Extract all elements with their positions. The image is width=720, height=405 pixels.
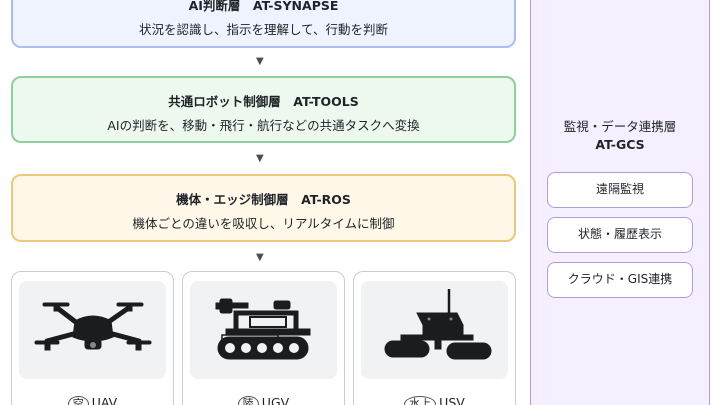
arrow-down-icon: ▼ <box>256 153 264 164</box>
domain-badge-air: 空 <box>67 396 89 405</box>
catamaran-boat-icon <box>361 281 508 379</box>
tools-layer-title: 共通ロボット制御層 AT-TOOLS <box>168 94 359 109</box>
vehicle-label-uav: UAV <box>91 395 118 405</box>
ros-layer-box: 機体・エッジ制御層 AT-ROS 機体ごとの違いを吸収し、リアルタイムに制御 <box>11 174 516 242</box>
ros-layer-title: 機体・エッジ制御層 AT-ROS <box>176 192 351 207</box>
domain-badge-land: 陸 <box>237 396 259 405</box>
gcs-layer-code: AT-GCS <box>595 137 645 152</box>
gcs-layer-panel: 監視・データ連携層 AT-GCS 遠隔監視 状態・履歴表示 クラウド・GIS連携 <box>530 0 710 405</box>
arrow-down-icon: ▼ <box>256 252 264 263</box>
ai-layer-title: AI判断層 AT-SYNAPSE <box>188 0 339 13</box>
vehicle-label-usv: USV <box>439 395 465 405</box>
domain-badge-water: 水上 <box>404 396 437 405</box>
gcs-layer-title: 監視・データ連携層 <box>563 119 677 134</box>
cloud-gis-item: クラウド・GIS連携 <box>547 262 693 298</box>
arrow-down-icon: ▼ <box>256 56 264 67</box>
tools-layer-box: 共通ロボット制御層 AT-TOOLS AIの判断を、移動・飛行・航行などの共通タ… <box>11 76 516 143</box>
ai-layer-box: AI判断層 AT-SYNAPSE 状況を認識し、指示を理解して、行動を判断 <box>11 0 516 48</box>
drone-icon <box>19 281 166 379</box>
tools-layer-description: AIの判断を、移動・飛行・航行などの共通タスクへ変換 <box>107 118 420 133</box>
ros-layer-description: 機体ごとの違いを吸収し、リアルタイムに制御 <box>132 216 395 231</box>
tracked-rover-icon <box>190 281 337 379</box>
remote-monitoring-item: 遠隔監視 <box>547 172 693 208</box>
vehicle-label-ugv: UGV <box>261 395 290 405</box>
status-history-item: 状態・履歴表示 <box>547 217 693 253</box>
ai-layer-description: 状況を認識し、指示を理解して、行動を判断 <box>138 22 388 37</box>
